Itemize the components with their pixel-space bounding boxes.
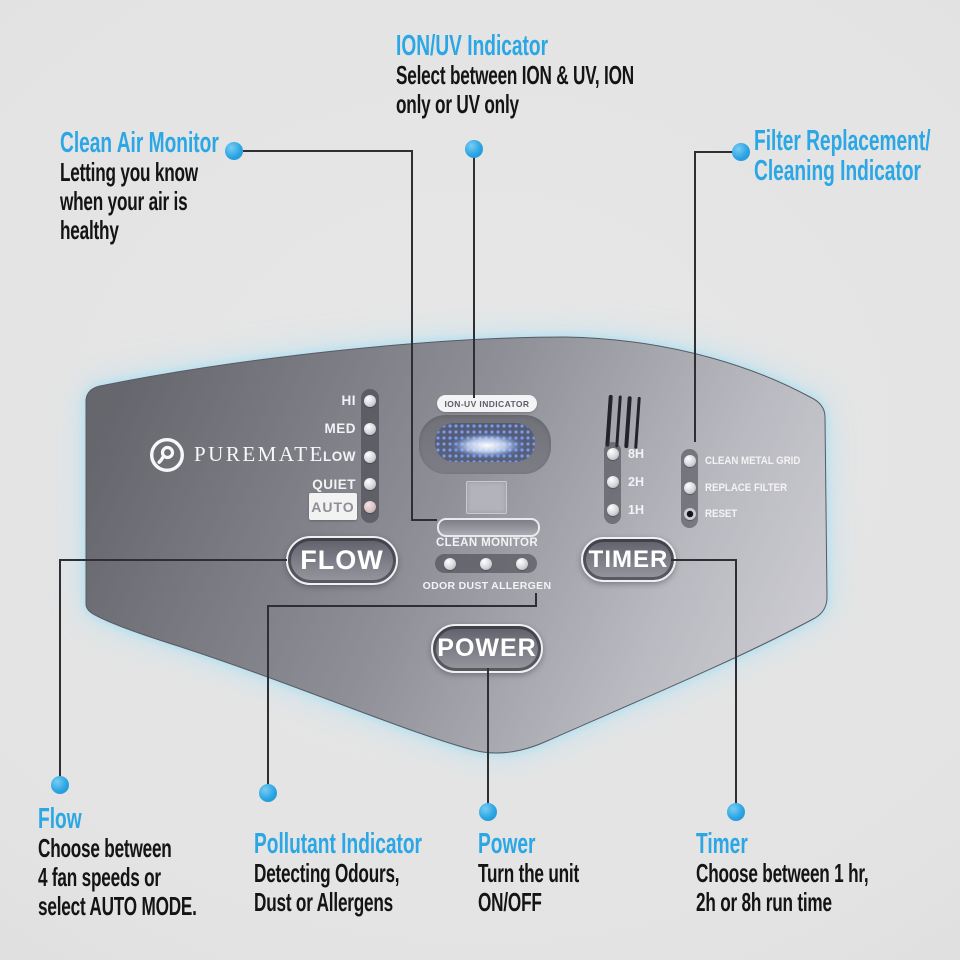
callout-line-pollutant bbox=[535, 593, 537, 607]
maintenance-label-reset: RESET bbox=[705, 508, 738, 520]
callout-body-line: Choose between bbox=[38, 833, 172, 863]
fan-speed-label-low: LOW bbox=[323, 449, 356, 464]
maintenance-label-clean-metal-grid: CLEAN METAL GRID bbox=[705, 455, 801, 467]
callout-body-line: Detecting Odours, bbox=[254, 858, 400, 888]
callout-body-line: only or UV only bbox=[396, 89, 519, 119]
led-auto bbox=[364, 501, 376, 513]
timer-option-2h: 2H bbox=[628, 475, 644, 489]
ion-uv-led-matrix bbox=[435, 423, 535, 462]
callout-line-filter bbox=[694, 151, 734, 153]
ion-uv-indicator-label: ION-UV INDICATOR bbox=[437, 395, 537, 412]
callout-line-clean-air bbox=[411, 519, 437, 521]
callout-dot-flow bbox=[51, 776, 69, 794]
led-dust bbox=[480, 557, 492, 570]
callout-flow: Flow Choose between 4 fan speeds or sele… bbox=[38, 804, 197, 921]
maintenance-led-track bbox=[681, 449, 698, 528]
callout-title: Cleaning Indicator bbox=[754, 155, 921, 187]
led-odor bbox=[444, 557, 456, 570]
fan-speed-label-med: MED bbox=[324, 421, 356, 436]
callout-body-line: ON/OFF bbox=[478, 887, 542, 917]
grille-slat bbox=[614, 395, 622, 448]
callout-ion-uv: ION/UV Indicator Select between ION & UV… bbox=[396, 31, 634, 119]
auto-mode-label: AUTO bbox=[309, 493, 357, 520]
callout-dot-clean-air bbox=[225, 142, 243, 160]
led-2h bbox=[606, 476, 619, 488]
callout-line-ion-uv bbox=[473, 155, 475, 398]
callout-body-line: Dust or Allergens bbox=[254, 887, 394, 917]
callout-filter: Filter Replacement/ Cleaning Indicator bbox=[754, 126, 931, 186]
led-med bbox=[364, 423, 376, 435]
callout-body-line: select AUTO MODE. bbox=[38, 891, 197, 921]
pollutant-led-bar bbox=[435, 554, 537, 573]
callout-title: Power bbox=[478, 828, 536, 860]
led-1h bbox=[606, 504, 619, 516]
callout-body-line: healthy bbox=[60, 215, 119, 245]
callout-dot-power bbox=[479, 803, 497, 821]
callout-title: Timer bbox=[696, 828, 748, 860]
led-clean-metal-grid bbox=[683, 455, 696, 467]
callout-line-timer bbox=[735, 559, 737, 805]
callout-title: Flow bbox=[38, 803, 82, 835]
led-low bbox=[364, 451, 376, 463]
grille-slat bbox=[633, 396, 641, 449]
callout-power: Power Turn the unit ON/OFF bbox=[478, 829, 579, 917]
callout-line-power bbox=[487, 668, 489, 805]
callout-title: ION/UV Indicator bbox=[396, 30, 549, 62]
callout-line-filter bbox=[694, 151, 696, 442]
timer-button[interactable]: TIMER bbox=[581, 537, 676, 582]
sensor-window bbox=[466, 481, 507, 514]
callout-line-pollutant bbox=[267, 605, 269, 787]
callout-dot-timer bbox=[727, 803, 745, 821]
callout-body-line: 4 fan speeds or bbox=[38, 862, 161, 892]
ion-uv-display bbox=[419, 415, 551, 474]
reset-button[interactable] bbox=[683, 508, 696, 520]
puremate-logo-icon bbox=[149, 437, 185, 473]
callout-line-clean-air bbox=[411, 150, 413, 521]
callout-title: Filter Replacement/ bbox=[754, 125, 931, 157]
power-button[interactable]: POWER bbox=[431, 624, 543, 673]
led-replace-filter bbox=[683, 482, 696, 494]
fan-speed-label-hi: HI bbox=[341, 393, 356, 408]
clean-monitor-label: CLEAN MONITOR bbox=[435, 537, 539, 549]
timer-led-track bbox=[604, 442, 621, 524]
callout-dot-filter bbox=[732, 143, 750, 161]
callout-line-flow bbox=[59, 559, 287, 561]
callout-pollutant: Pollutant Indicator Detecting Odours, Du… bbox=[254, 829, 422, 917]
callout-line-flow bbox=[59, 559, 61, 779]
callout-line-timer bbox=[671, 559, 737, 561]
callout-dot-ion-uv bbox=[465, 140, 483, 158]
callout-dot-pollutant bbox=[259, 784, 277, 802]
callout-clean-air: Clean Air Monitor Letting you know when … bbox=[60, 128, 219, 245]
led-allergen bbox=[516, 557, 528, 570]
brand-name: PUREMATE bbox=[194, 442, 325, 466]
clean-monitor-slot bbox=[437, 518, 540, 537]
pollutants-label: ODOR DUST ALLERGEN bbox=[422, 580, 552, 592]
callout-body-line: Choose between 1 hr, bbox=[696, 858, 869, 888]
callout-line-clean-air bbox=[243, 150, 413, 152]
fan-led-track bbox=[361, 389, 379, 523]
callout-title: Pollutant Indicator bbox=[254, 828, 423, 860]
callout-title: Clean Air Monitor bbox=[60, 127, 219, 159]
callout-timer: Timer Choose between 1 hr, 2h or 8h run … bbox=[696, 828, 869, 917]
led-quiet bbox=[364, 478, 376, 490]
led-hi bbox=[364, 395, 376, 407]
flow-button[interactable]: FLOW bbox=[286, 536, 398, 585]
timer-option-1h: 1H bbox=[628, 503, 644, 517]
led-8h bbox=[606, 448, 619, 460]
maintenance-label-replace-filter: REPLACE FILTER bbox=[705, 482, 788, 494]
callout-body-line: when your air is bbox=[60, 186, 188, 216]
timer-option-8h: 8H bbox=[628, 447, 644, 461]
fan-speed-label-quiet: QUIET bbox=[312, 477, 356, 492]
callout-body-line: Turn the unit bbox=[478, 858, 580, 888]
callout-body-line: Letting you know bbox=[60, 157, 198, 187]
callout-body-line: Select between ION & UV, ION bbox=[396, 60, 634, 90]
callout-line-pollutant bbox=[267, 605, 537, 607]
grille-slat bbox=[624, 396, 632, 449]
callout-body-line: 2h or 8h run time bbox=[696, 887, 832, 917]
